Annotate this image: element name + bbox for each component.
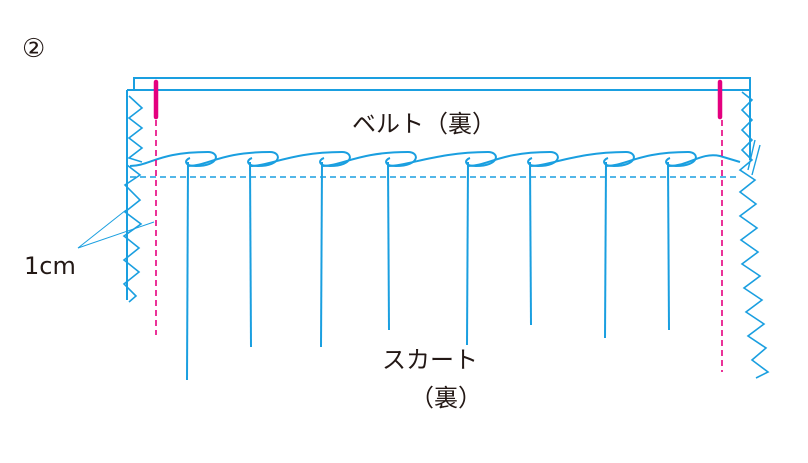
pleat-fold-line bbox=[387, 161, 390, 331]
right-side-edge bbox=[747, 139, 761, 176]
pointer-line-2 bbox=[77, 221, 155, 249]
pleat-curl bbox=[605, 150, 697, 168]
pleat-curl bbox=[249, 150, 351, 168]
pleat-curl bbox=[187, 150, 279, 168]
skirt-side-label: （裏） bbox=[410, 384, 482, 412]
pleat-curl bbox=[321, 150, 417, 168]
belt-label: ベルト（裏） bbox=[352, 110, 496, 138]
pleat-fold-line bbox=[249, 161, 252, 348]
pleat-curl bbox=[387, 150, 497, 168]
pleat-fold-line bbox=[529, 161, 532, 326]
belt-left-zigzag bbox=[127, 95, 144, 163]
pleat-fold-line bbox=[667, 161, 670, 331]
step-number: ② bbox=[22, 34, 46, 64]
pleat-curl bbox=[667, 154, 741, 167]
seam-allowance-label: 1cm bbox=[24, 252, 76, 280]
right-zigzag bbox=[738, 91, 770, 379]
skirt-left-zigzag bbox=[122, 164, 143, 303]
pleat-fold-line bbox=[320, 161, 323, 348]
pointer-line-1 bbox=[77, 209, 127, 249]
pleat-fold-line bbox=[466, 161, 469, 346]
pleat-curl bbox=[129, 150, 217, 168]
belt-outline bbox=[126, 77, 751, 300]
pleat-curl bbox=[529, 150, 635, 168]
skirt-label: スカート bbox=[382, 346, 478, 374]
pleat-fold-line bbox=[604, 161, 607, 339]
pleat-curl bbox=[467, 150, 559, 168]
pleat-fold-line bbox=[186, 161, 189, 381]
